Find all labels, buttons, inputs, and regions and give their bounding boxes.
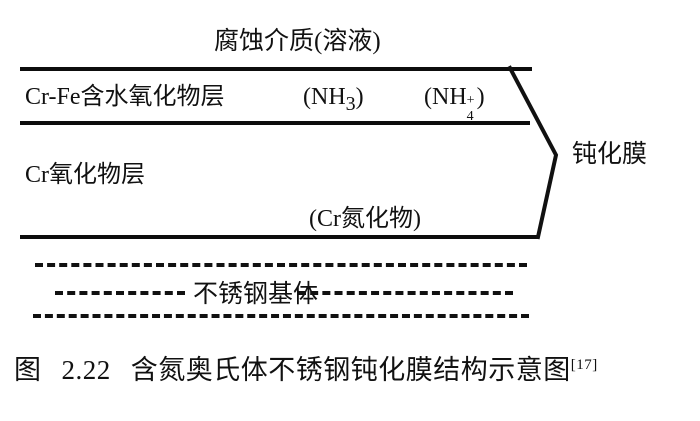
nh4-open: (NH bbox=[424, 84, 467, 110]
substrate-dashed-line-bottom bbox=[33, 314, 529, 318]
substrate-dashed-line-middle-left bbox=[55, 291, 185, 295]
nh3-subscript: 3 bbox=[345, 92, 356, 115]
substrate-label: 不锈钢基体 bbox=[193, 281, 319, 308]
caption-prefix: 图 bbox=[14, 355, 42, 385]
nh4-superscript: + bbox=[466, 93, 475, 108]
figure-caption: 图 2.22 含氮奥氏体不锈钢钝化膜结构示意图[17] bbox=[14, 357, 598, 384]
nh3-open: (NH bbox=[303, 84, 346, 110]
layer-label-cr-oxide: Cr氧化物层 bbox=[25, 162, 145, 188]
passive-film-label: 钝化膜 bbox=[572, 141, 648, 168]
species-label-ammonia: (NH3) bbox=[303, 85, 364, 114]
caption-title: 含氮奥氏体不锈钢钝化膜结构示意图 bbox=[130, 355, 571, 385]
nh3-close: ) bbox=[355, 84, 364, 110]
corrosive-medium-label: 腐蚀介质(溶液) bbox=[214, 28, 381, 55]
species-label-cr-nitride: (Cr氮化物) bbox=[309, 206, 421, 232]
nh4-subscript: 4 bbox=[466, 109, 474, 124]
nh4-close: ) bbox=[476, 84, 485, 110]
interlayer-boundary-line bbox=[20, 121, 530, 125]
substrate-dashed-line-middle-right bbox=[298, 291, 513, 295]
film-bottom-boundary-line bbox=[20, 235, 538, 239]
film-top-boundary-line bbox=[20, 67, 532, 71]
passive-film-bracket-icon bbox=[507, 65, 559, 240]
caption-number: 2.22 bbox=[61, 355, 111, 385]
layer-label-cr-fe-hydrous-oxide: Cr-Fe含水氧化物层 bbox=[25, 84, 225, 110]
species-label-ammonium: (NH+4) bbox=[424, 84, 485, 124]
caption-reference: [17] bbox=[570, 357, 598, 373]
substrate-dashed-line-top bbox=[35, 263, 527, 267]
